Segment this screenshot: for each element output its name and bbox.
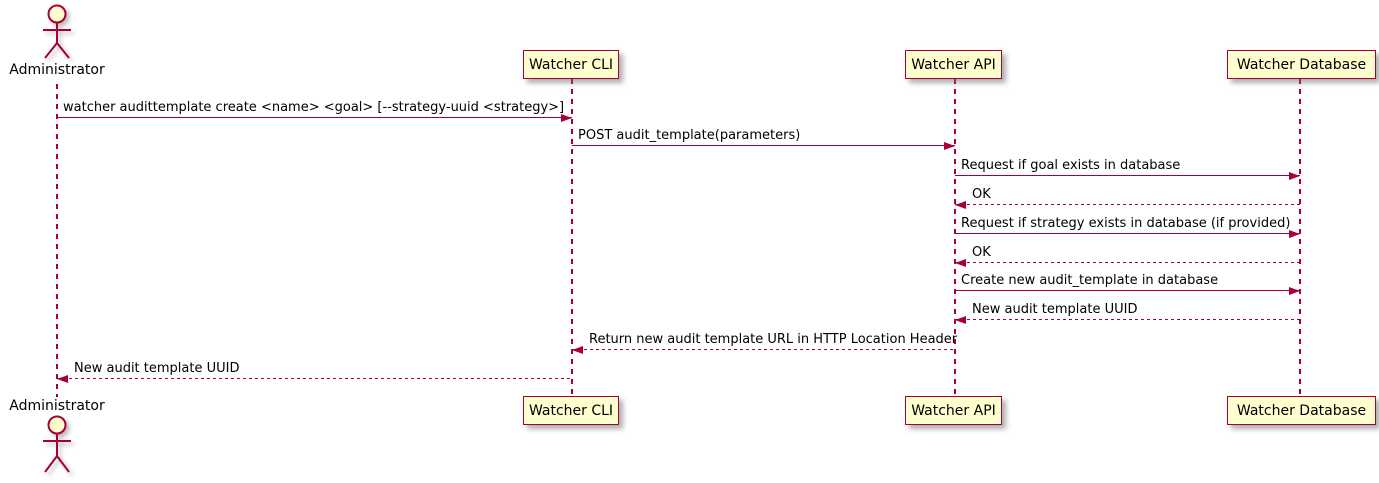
message-label: Return new audit template URL in HTTP Lo… (589, 332, 958, 347)
message-line (955, 204, 1300, 205)
participant-watcher-api-bottom: Watcher API (905, 396, 1002, 425)
lifeline-administrator (56, 84, 58, 397)
arrowhead-right-icon (944, 142, 955, 150)
arrowhead-right-icon (1289, 287, 1300, 295)
participant-watcher-cli-bottom: Watcher CLI (523, 396, 619, 425)
message-new-uuid-to-admin: New audit template UUID (57, 361, 572, 383)
message-label: New audit template UUID (74, 361, 240, 376)
message-label: POST audit_template(parameters) (578, 128, 801, 143)
message-label: Create new audit_template in database (961, 273, 1219, 288)
message-line (955, 262, 1300, 263)
participant-watcher-database-top: Watcher Database (1227, 50, 1376, 79)
arrowhead-left-icon (572, 346, 583, 354)
arrowhead-right-icon (561, 114, 572, 122)
message-line (955, 319, 1300, 320)
lifeline-watcher-api (954, 79, 956, 396)
participant-watcher-database-bottom: Watcher Database (1227, 396, 1376, 425)
actor-administrator-bottom-icon (43, 415, 71, 473)
message-label: Request if goal exists in database (961, 158, 1181, 173)
lifeline-watcher-cli (571, 79, 573, 396)
message-request-goal-exists: Request if goal exists in database (955, 158, 1300, 180)
arrowhead-left-icon (955, 316, 966, 324)
message-label: OK (972, 245, 991, 260)
message-label: Request if strategy exists in database (… (961, 216, 1291, 231)
message-line (955, 290, 1300, 291)
message-line (572, 145, 955, 146)
message-label: watcher audittemplate create <name> <goa… (63, 100, 565, 115)
lifeline-watcher-database (1299, 79, 1301, 396)
arrowhead-left-icon (955, 201, 966, 209)
arrowhead-right-icon (1289, 172, 1300, 180)
message-ok-goal: OK (955, 187, 1300, 209)
message-cli-create-command: watcher audittemplate create <name> <goa… (57, 100, 572, 122)
actor-administrator-top-icon (43, 4, 71, 59)
message-return-url-location-header: Return new audit template URL in HTTP Lo… (572, 332, 958, 354)
participant-watcher-api-top: Watcher API (905, 50, 1002, 79)
message-request-strategy-exists: Request if strategy exists in database (… (955, 216, 1300, 238)
message-line (955, 233, 1300, 234)
message-ok-strategy: OK (955, 245, 1300, 267)
message-line (57, 378, 572, 379)
arrowhead-left-icon (955, 259, 966, 267)
actor-administrator-bottom-label: Administrator (9, 398, 105, 414)
arrowhead-left-icon (57, 375, 68, 383)
message-line (57, 117, 572, 118)
message-line (955, 175, 1300, 176)
participant-watcher-cli-top: Watcher CLI (523, 50, 619, 79)
message-create-audit-template: Create new audit_template in database (955, 273, 1300, 295)
actor-administrator-top-label: Administrator (9, 62, 105, 78)
message-label: OK (972, 187, 991, 202)
message-new-uuid-to-api: New audit template UUID (955, 302, 1300, 324)
message-post-audit-template: POST audit_template(parameters) (572, 128, 955, 150)
message-label: New audit template UUID (972, 302, 1138, 317)
message-line (572, 349, 955, 350)
arrowhead-right-icon (1289, 230, 1300, 238)
